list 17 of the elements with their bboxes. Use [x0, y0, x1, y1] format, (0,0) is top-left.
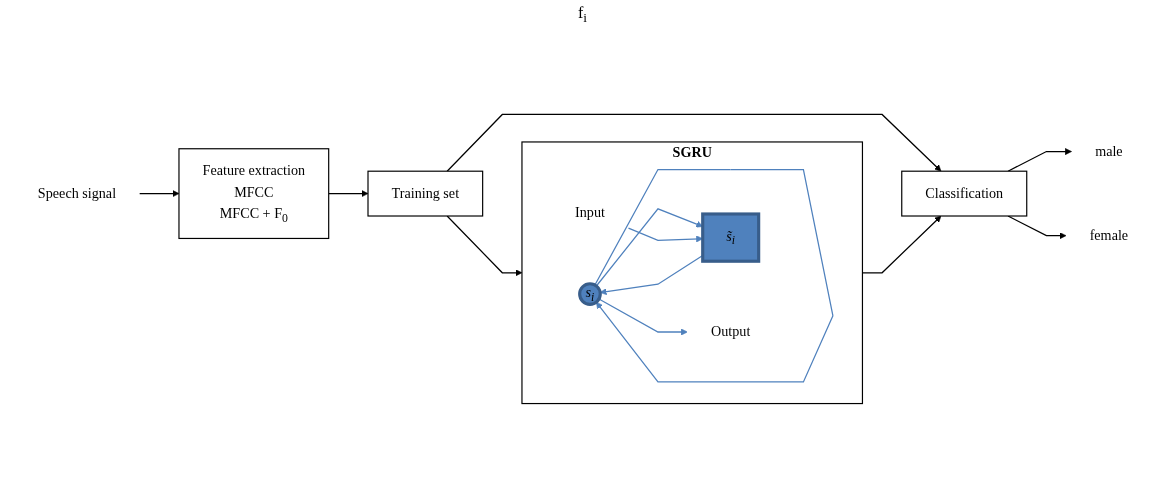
node-text: male — [1094, 143, 1123, 160]
switch-label: f$_{i}$ — [578, 4, 587, 27]
node-box: Classification — [900, 170, 1027, 217]
arrow — [1006, 148, 1072, 172]
arrow — [138, 190, 179, 198]
node-box: Feature extraction MFCC MFCC + F$_{0}$ — [177, 148, 329, 240]
node-text: female — [1089, 227, 1128, 244]
arrow — [861, 215, 941, 274]
arrow — [446, 215, 522, 277]
node-text: Speech signal — [37, 185, 116, 202]
node-box: s̃$_{i}$ — [700, 212, 760, 263]
node-box: Training set — [366, 170, 483, 217]
node-text: Input — [574, 204, 605, 220]
node-text: Output — [710, 323, 750, 340]
node-circle: s$_{i}$ — [577, 282, 602, 306]
arrow — [446, 113, 941, 172]
arrow — [593, 169, 834, 383]
